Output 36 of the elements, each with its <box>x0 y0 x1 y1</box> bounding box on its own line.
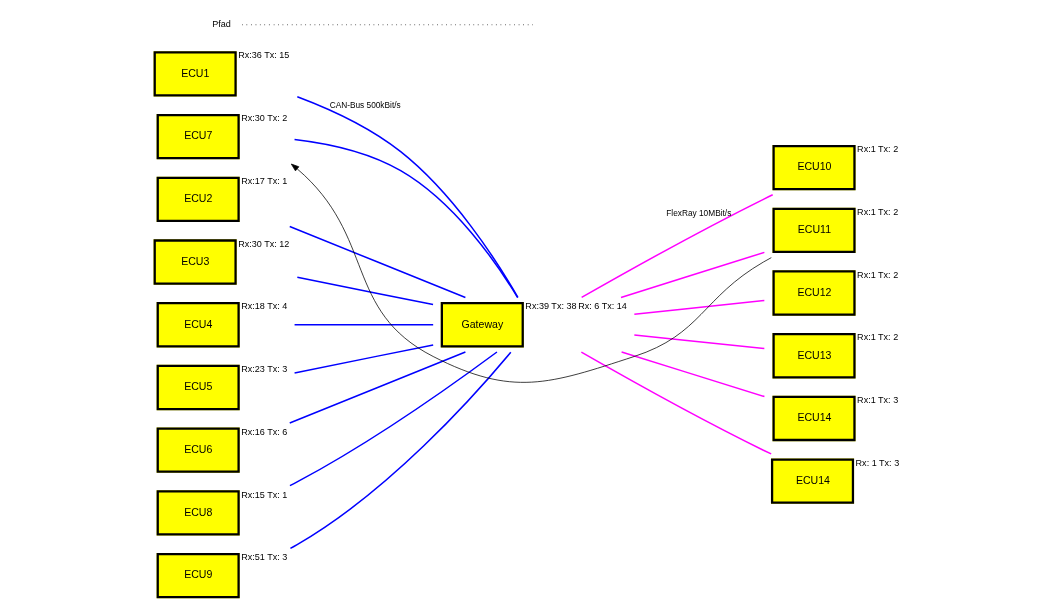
node-label: Rx:39 Tx: 38 <box>524 301 576 312</box>
node-label: Rx:1 Tx: 2 <box>856 269 898 280</box>
connector <box>288 351 498 487</box>
node-label: Rx:1 Tx: 2 <box>856 332 898 343</box>
connector <box>293 138 518 299</box>
connector <box>293 324 434 326</box>
connector <box>580 351 772 455</box>
node-label: Rx:1 Tx: 2 <box>856 206 898 217</box>
node-label: Rx:18 Tx: 4 <box>240 301 287 312</box>
node-label: Rx:23 Tx: 3 <box>240 364 287 375</box>
connector <box>633 299 765 315</box>
edge-label: FlexRay 10MBit/s <box>665 207 731 218</box>
connector <box>289 351 512 550</box>
connector <box>288 225 466 299</box>
node-label: Rx: 1 Tx: 3 <box>855 457 899 468</box>
connector <box>620 351 765 398</box>
connector <box>293 344 434 374</box>
connector <box>296 276 434 306</box>
node-label: Rx:17 Tx: 1 <box>240 175 287 186</box>
node-label: Rx:1 Tx: 2 <box>856 144 898 155</box>
arrow <box>290 163 772 383</box>
node-label: Rx: 6 Tx: 14 <box>577 301 627 312</box>
connector <box>580 194 773 299</box>
node-label: Rx:36 Tx: 15 <box>237 50 289 61</box>
node-label: Rx:30 Tx: 12 <box>237 238 289 249</box>
connector <box>619 251 765 299</box>
connector <box>296 96 519 299</box>
node-label: Rx:15 Tx: 1 <box>240 489 287 500</box>
edge-label: CAN-Bus 500kBit/s <box>329 100 401 111</box>
connector <box>633 334 765 350</box>
node-label: Rx:51 Tx: 3 <box>240 552 287 563</box>
node-text: Pfad <box>211 19 231 30</box>
node-label: Rx:1 Tx: 3 <box>856 395 898 406</box>
node-label: Rx:16 Tx: 6 <box>240 426 287 437</box>
node-label: Rx:30 Tx: 2 <box>240 113 287 124</box>
connector <box>288 351 466 424</box>
